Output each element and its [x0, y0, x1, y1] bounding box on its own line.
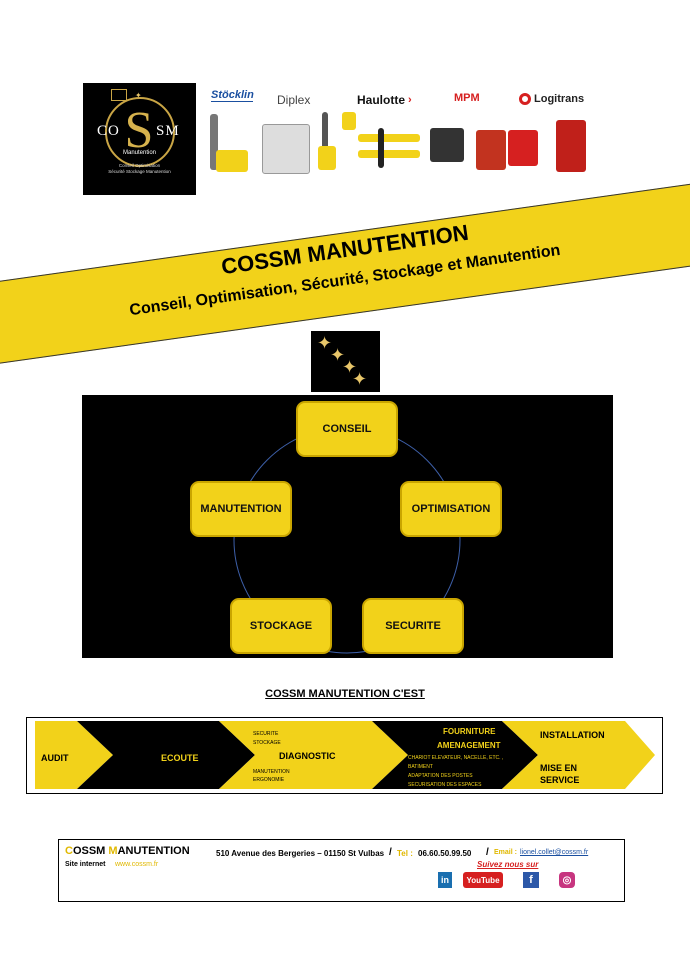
footer-sep-1: / [389, 847, 392, 858]
instagram-icon[interactable]: ◎ [559, 872, 575, 888]
section-title: COSSM MANUTENTION C'EST [265, 688, 425, 700]
cycle-node-securite: SECURITE [362, 598, 464, 654]
youtube-icon[interactable]: YouTube [463, 872, 503, 888]
brand-stocklin: Stöcklin [211, 89, 254, 101]
footer-tel-label: Tel : [397, 849, 413, 858]
logo-co: CO [97, 123, 120, 139]
stars-icon: ✦ ✦ ✦ ✦ [311, 331, 380, 392]
cycle-node-optimisation: OPTIMISATION [400, 481, 502, 537]
cycle-node-stockage: STOCKAGE [230, 598, 332, 654]
brand-diplex: Diplex [277, 93, 311, 107]
footer-address: 510 Avenue des Bergeries – 01150 St Vulb… [216, 849, 385, 858]
process-strip: AUDIT ECOUTE SECURITE STOCKAGE DIAGNOSTI… [26, 717, 663, 794]
step-audit: AUDIT [41, 753, 69, 763]
footer-email-label: Email : [494, 849, 517, 856]
logo-tagline-1: Conseil Optimisation [118, 163, 161, 168]
step-amenagement: AMENAGEMENT [437, 741, 501, 750]
cycle-diagram: CONSEIL OPTIMISATION SECURITE STOCKAGE M… [82, 395, 613, 658]
facebook-icon[interactable]: f [523, 872, 539, 888]
brand-logitrans: Logitrans [534, 93, 585, 105]
logo-s: S [124, 102, 154, 159]
fourn-note-2: BATIMENT [408, 764, 433, 770]
fourn-note-3: ADAPTATION DES POSTES [408, 773, 473, 779]
footer-follow: Suivez nous sur [477, 860, 539, 869]
diag-note-ergonomie: ERGONOMIE [253, 777, 285, 783]
footer-tel: 06.60.50.99.50 [418, 849, 472, 858]
contact-footer: COSSM MANUTENTION 510 Avenue des Bergeri… [58, 839, 625, 902]
diag-note-stockage: STOCKAGE [253, 740, 281, 746]
cossm-logo: S CO SM Manutention Conseil Optimisation… [83, 83, 196, 195]
linkedin-icon[interactable]: in [438, 872, 452, 888]
logo-sm: SM [156, 123, 180, 139]
diag-note-securite: SECURITE [253, 731, 279, 737]
footer-brand: COSSM MANUTENTION [65, 845, 190, 857]
step-mise-en: MISE EN [540, 763, 578, 773]
step-diagnostic: DIAGNOSTIC [279, 751, 336, 761]
step-service: SERVICE [540, 775, 580, 785]
step-ecoute: ECOUTE [161, 753, 199, 763]
logo-tagline-2: Sécurité Stockage Manutention [108, 169, 171, 174]
cycle-node-conseil: CONSEIL [296, 401, 398, 457]
cycle-node-manutention: MANUTENTION [190, 481, 292, 537]
brand-mpm: MPM [454, 92, 480, 104]
footer-site-label: Site internet [65, 861, 106, 868]
step-fourniture: FOURNITURE [443, 727, 496, 736]
footer-email-link[interactable]: lionel.collet@cossm.fr [520, 849, 589, 856]
footer-sep-2: / [486, 847, 489, 858]
diag-note-manutention: MANUTENTION [253, 769, 290, 775]
logo-manutention: Manutention [122, 150, 157, 156]
fourn-note-4: SECURISATION DES ESPACES [408, 782, 482, 788]
fourn-note-1: CHARIOT ELEVATEUR, NACELLE, ETC. , [408, 755, 504, 761]
brand-haulotte: Haulotte [357, 93, 405, 107]
footer-site-link[interactable]: www.cossm.fr [115, 861, 159, 868]
step-installation: INSTALLATION [540, 730, 605, 740]
